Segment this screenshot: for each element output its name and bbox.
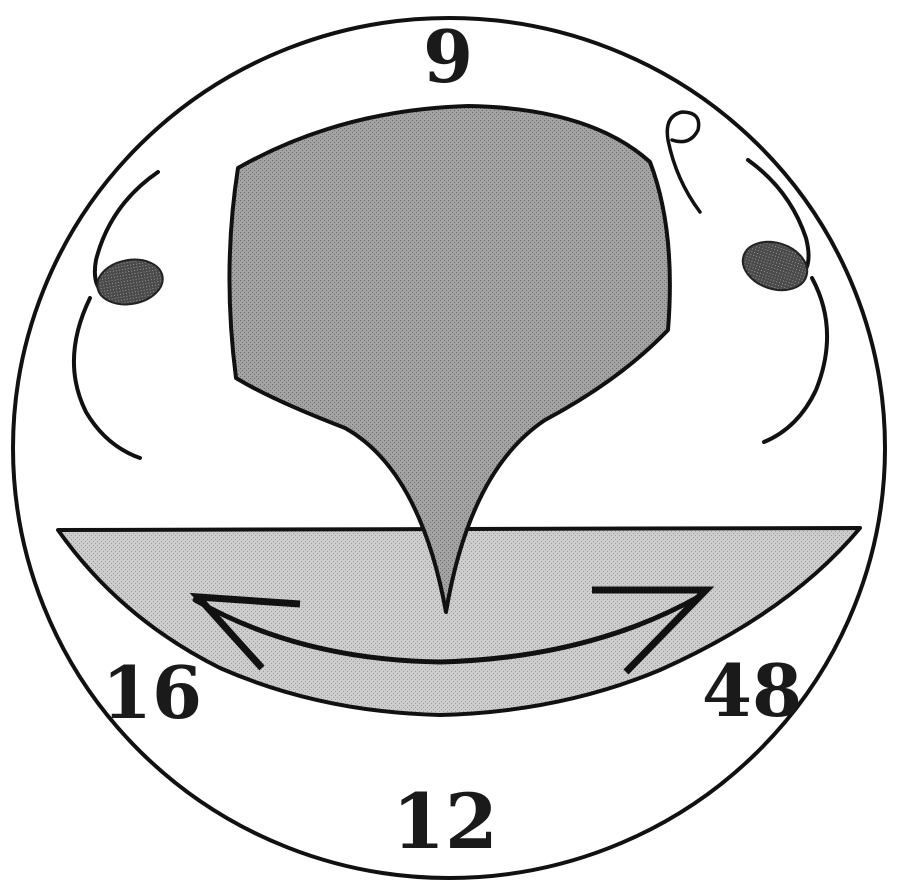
label-top: 9 bbox=[423, 14, 473, 99]
label-left: 16 bbox=[102, 650, 202, 735]
label-right: 48 bbox=[702, 648, 802, 733]
label-bottom: 12 bbox=[392, 777, 498, 866]
